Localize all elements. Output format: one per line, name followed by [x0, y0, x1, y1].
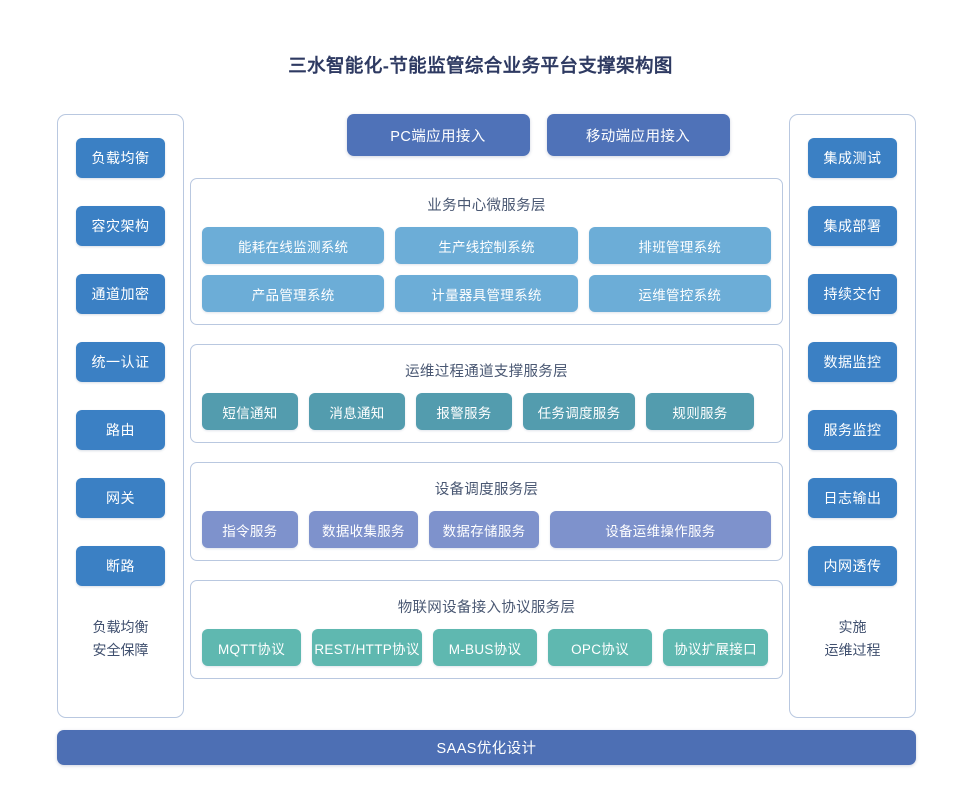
block-protocol-extension-interface[interactable]: 协议扩展接口	[663, 629, 768, 666]
sidebar-item-unified-auth[interactable]: 统一认证	[76, 342, 165, 382]
layer-business-center-microservice: 业务中心微服务层 能耗在线监测系统 生产线控制系统 排班管理系统 产品管理系统 …	[190, 178, 783, 325]
block-mbus-protocol[interactable]: M-BUS协议	[433, 629, 537, 666]
layer-row: 能耗在线监测系统 生产线控制系统 排班管理系统	[202, 227, 771, 264]
block-rule-service[interactable]: 规则服务	[646, 393, 754, 430]
layer-ops-channel-support: 运维过程通道支撑服务层 短信通知 消息通知 报警服务 任务调度服务 规则服务	[190, 344, 783, 443]
sidebar-item-service-monitoring[interactable]: 服务监控	[808, 410, 897, 450]
layer-title: 运维过程通道支撑服务层	[405, 364, 568, 380]
sidebar-item-data-monitoring[interactable]: 数据监控	[808, 342, 897, 382]
sidebar-item-intranet-tunnel[interactable]: 内网透传	[808, 546, 897, 586]
layer-title: 设备调度服务层	[434, 482, 539, 498]
block-device-ops-operation-service[interactable]: 设备运维操作服务	[549, 511, 771, 548]
sidebar-item-channel-encryption[interactable]: 通道加密	[76, 274, 165, 314]
block-data-storage-service[interactable]: 数据存储服务	[429, 511, 539, 548]
page-title: 三水智能化-节能监管综合业务平台支撑架构图	[288, 55, 673, 76]
mobile-application-access-button[interactable]: 移动端应用接入	[546, 114, 730, 156]
layer-row: 产品管理系统 计量器具管理系统 运维管控系统	[202, 275, 771, 312]
left-panel-caption-line1: 负载均衡	[92, 619, 149, 635]
right-panel-caption-line1: 实施	[838, 619, 867, 635]
pc-application-access-button[interactable]: PC端应用接入	[346, 114, 530, 156]
layer-row: 指令服务 数据收集服务 数据存储服务 设备运维操作服务	[202, 511, 771, 548]
layer-title: 物联网设备接入协议服务层	[397, 600, 576, 616]
sidebar-item-integration-deploy[interactable]: 集成部署	[808, 206, 897, 246]
block-product-management[interactable]: 产品管理系统	[202, 275, 385, 312]
layer-iot-protocol-access: 物联网设备接入协议服务层 MQTT协议 REST/HTTP协议 M-BUS协议 …	[190, 580, 783, 679]
layer-device-scheduling: 设备调度服务层 指令服务 数据收集服务 数据存储服务 设备运维操作服务	[190, 462, 783, 561]
block-command-service[interactable]: 指令服务	[202, 511, 298, 548]
layer-row: MQTT协议 REST/HTTP协议 M-BUS协议 OPC协议 协议扩展接口	[202, 629, 771, 666]
block-data-collection-service[interactable]: 数据收集服务	[308, 511, 419, 548]
application-access-row: PC端应用接入 移动端应用接入	[190, 114, 783, 156]
block-message-notification[interactable]: 消息通知	[309, 393, 405, 430]
right-support-panel: 集成测试 集成部署 持续交付 数据监控 服务监控 日志输出 内网透传 实施 运维…	[789, 114, 916, 718]
sidebar-item-circuit-breaker[interactable]: 断路	[76, 546, 165, 586]
saas-optimization-bar[interactable]: SAAS优化设计	[57, 730, 916, 765]
left-support-panel: 负载均衡 容灾架构 通道加密 统一认证 路由 网关 断路 负载均衡 安全保障	[57, 114, 184, 718]
block-mqtt-protocol[interactable]: MQTT协议	[202, 629, 301, 666]
block-rest-http-protocol[interactable]: REST/HTTP协议	[312, 629, 422, 666]
block-metering-instrument-management[interactable]: 计量器具管理系统	[395, 275, 578, 312]
sidebar-item-log-output[interactable]: 日志输出	[808, 478, 897, 518]
layer-row: 短信通知 消息通知 报警服务 任务调度服务 规则服务	[202, 393, 771, 430]
left-panel-caption-line2: 安全保障	[92, 642, 149, 659]
block-energy-online-monitoring[interactable]: 能耗在线监测系统	[202, 227, 385, 264]
right-panel-caption-line2: 运维过程	[824, 642, 881, 659]
block-alarm-service[interactable]: 报警服务	[416, 393, 512, 430]
right-panel-caption: 实施 运维过程	[825, 616, 881, 662]
block-task-scheduling-service[interactable]: 任务调度服务	[523, 393, 635, 430]
block-production-line-control[interactable]: 生产线控制系统	[395, 227, 578, 264]
block-sms-notification[interactable]: 短信通知	[202, 393, 298, 430]
sidebar-item-integration-test[interactable]: 集成测试	[808, 138, 897, 178]
sidebar-item-routing[interactable]: 路由	[76, 410, 165, 450]
block-ops-control-system[interactable]: 运维管控系统	[588, 275, 771, 312]
sidebar-item-load-balance[interactable]: 负载均衡	[76, 138, 165, 178]
block-shift-management[interactable]: 排班管理系统	[588, 227, 771, 264]
center-stack: PC端应用接入 移动端应用接入 业务中心微服务层 能耗在线监测系统 生产线控制系…	[190, 114, 783, 679]
sidebar-item-gateway[interactable]: 网关	[76, 478, 165, 518]
left-panel-caption: 负载均衡 安全保障	[93, 616, 149, 662]
block-opc-protocol[interactable]: OPC协议	[548, 629, 652, 666]
sidebar-item-disaster-recovery[interactable]: 容灾架构	[76, 206, 165, 246]
sidebar-item-continuous-delivery[interactable]: 持续交付	[808, 274, 897, 314]
layer-title: 业务中心微服务层	[427, 198, 546, 214]
